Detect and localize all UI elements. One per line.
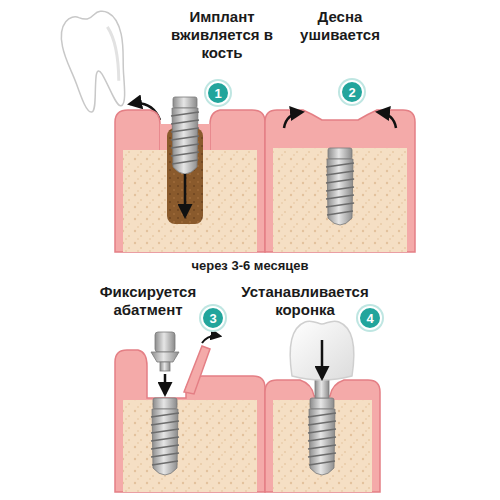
step-number-badge: 4 — [358, 306, 382, 330]
suture-arrow — [378, 112, 396, 128]
caption-text: Десна ушивается — [290, 8, 390, 44]
tooth-shape — [57, 8, 136, 115]
bone — [273, 148, 407, 252]
time-note: через 3-6 месяцев — [0, 258, 500, 274]
step-number-badge: 3 — [201, 306, 225, 330]
gum — [115, 350, 265, 492]
suture-arrow — [284, 112, 302, 128]
step-caption: Имплант вживляется в кость — [157, 8, 287, 62]
callout-number: 3 — [209, 312, 216, 325]
abutment — [151, 332, 179, 371]
tooth-shade — [107, 26, 122, 81]
caption-text: Фиксируется абатмент — [88, 283, 208, 319]
step-caption: Десна ушивается — [290, 8, 390, 44]
jaw-section-2 — [265, 110, 415, 252]
implant — [308, 398, 336, 475]
step-caption: Фиксируется абатмент — [88, 283, 208, 319]
fix-arrow — [164, 374, 167, 394]
crown-arrow — [321, 340, 324, 378]
callout-number: 1 — [214, 87, 221, 100]
extracted-tooth — [57, 8, 136, 115]
jaw-section-4 — [265, 321, 380, 492]
implant — [171, 97, 199, 174]
flap-arrow — [202, 336, 220, 343]
insert-arrow — [184, 174, 187, 216]
step-number-badge: 1 — [206, 81, 230, 105]
caption-text: через 3-6 месяцев — [0, 258, 500, 274]
implant — [151, 398, 179, 475]
step-number-badge: 2 — [340, 80, 364, 104]
gum-flap — [184, 346, 210, 394]
caption-text: Имплант вживляется в кость — [157, 8, 287, 62]
crown — [290, 321, 354, 380]
gum — [265, 110, 415, 252]
implant — [326, 148, 354, 225]
bone — [123, 400, 257, 492]
callout-number: 4 — [366, 312, 373, 325]
jaw-section-1 — [115, 97, 265, 252]
callout-number: 2 — [348, 86, 355, 99]
jaw-section-3 — [115, 332, 265, 492]
